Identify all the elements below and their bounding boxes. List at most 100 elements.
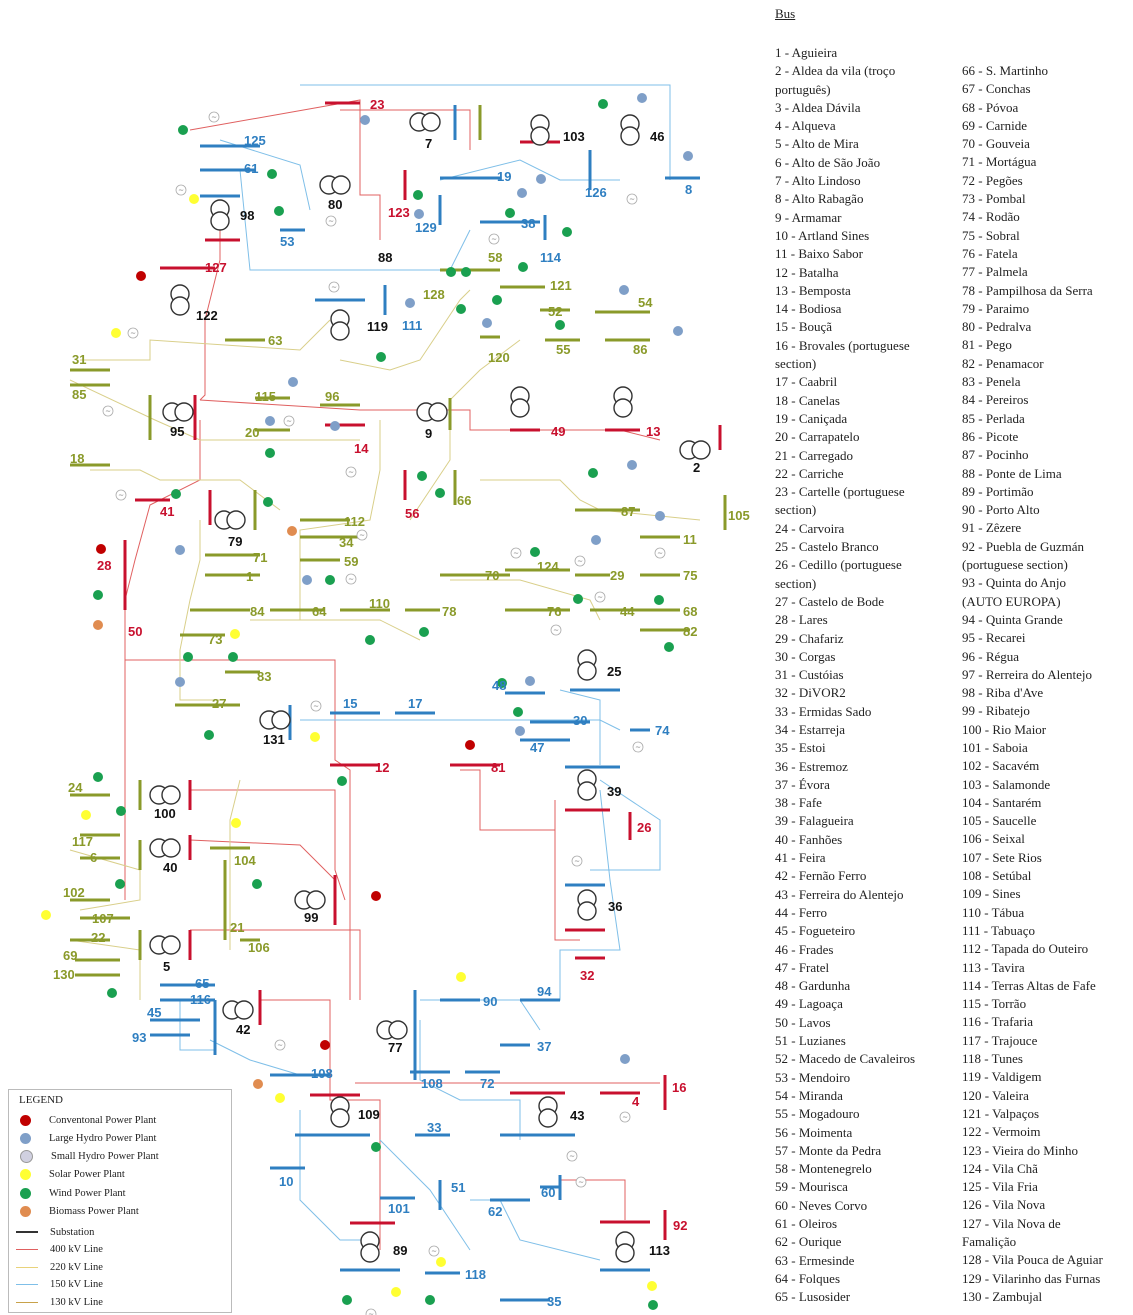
bus-list-entry: 67 - Conchas	[962, 81, 1031, 97]
transformer-icon	[577, 769, 597, 801]
bus-list-entry: 41 - Feira	[775, 850, 826, 866]
line-style-icon	[16, 1301, 38, 1303]
bus-list-entry: 39 - Falagueira	[775, 813, 854, 829]
large-hydro-icon	[525, 676, 535, 686]
wind-plant-icon	[648, 1300, 658, 1310]
wind-plant-icon	[263, 497, 273, 507]
bus-list-entry: 97 - Rerreira do Alentejo	[962, 666, 1092, 682]
bus-label: 96	[325, 389, 339, 404]
bus-list-entry: 29 - Chafariz	[775, 630, 844, 646]
bus-label: 52	[548, 304, 562, 319]
bus-list-entry: 12 - Batalha	[775, 264, 839, 280]
plant-marker-icon	[20, 1206, 31, 1217]
bus-list-entry: 70 - Gouveia	[962, 136, 1030, 152]
legend-label: 400 kV Line	[50, 1244, 103, 1255]
bus-label: 34	[339, 535, 354, 550]
small-hydro-icon: ~	[619, 1111, 631, 1123]
legend-item: 150 kV Line	[15, 1277, 103, 1293]
bus-list-entry: 129 - Vilarinho das Furnas	[962, 1270, 1101, 1286]
bus-label: 127	[205, 260, 227, 275]
legend-label: 150 kV Line	[50, 1279, 103, 1290]
wind-plant-icon	[664, 642, 674, 652]
bus-list-entry: 25 - Castelo Branco	[775, 539, 879, 555]
bus-list-entry: 107 - Sete Rios	[962, 849, 1042, 865]
transformer-icon	[214, 510, 246, 530]
150kv-line	[590, 779, 661, 871]
legend-label: Small Hydro Power Plant	[51, 1151, 159, 1163]
wind-plant-icon	[337, 776, 347, 786]
bus-list-entry: 111 - Tabuaço	[962, 922, 1035, 938]
bus-list-entry: 116 - Trafaria	[962, 1014, 1034, 1030]
bus-list-entry: 69 - Carnide	[962, 117, 1027, 133]
bus-list-entry: 61 - Oleiros	[775, 1216, 838, 1231]
bus-list-entry: 27 - Castelo de Bode	[775, 593, 885, 609]
small-hydro-icon: ~	[283, 415, 295, 427]
large-hydro-icon	[620, 1054, 630, 1064]
bus-label: 62	[488, 1204, 502, 1219]
wind-plant-icon	[555, 320, 565, 330]
svg-text:~: ~	[569, 1153, 575, 1161]
small-hydro-icon: ~	[594, 591, 606, 603]
400kv-line	[554, 800, 580, 941]
small-hydro-icon: ~	[488, 233, 500, 245]
bus-label: 59	[344, 554, 358, 569]
bus-label: 49	[551, 424, 565, 439]
wind-plant-icon	[425, 1295, 435, 1305]
bus-label: 64	[312, 604, 327, 619]
bus-list-entry: 43 - Ferreira do Alentejo	[775, 886, 904, 902]
bus-label: 1	[246, 569, 253, 584]
large-hydro-icon	[175, 677, 185, 687]
small-hydro-icon: ~	[428, 1245, 440, 1257]
transformer-icon	[294, 890, 326, 910]
bus-label: 45	[147, 1005, 161, 1020]
wind-plant-icon	[492, 295, 502, 305]
bus-label: 81	[491, 760, 505, 775]
bus-label: 131	[263, 732, 285, 747]
svg-text:~: ~	[635, 744, 641, 752]
bus-label: 4	[632, 1094, 640, 1109]
bus-label: 120	[488, 350, 510, 365]
wind-plant-icon	[461, 267, 471, 277]
bus-list-entry: 2 - Aldea da vila (troço	[775, 63, 896, 79]
bus-list-entry: 112 - Tapada do Outeiro	[962, 941, 1089, 957]
bus-label: 103	[563, 129, 585, 144]
bus-label: 130	[53, 967, 75, 982]
bus-label: 28	[97, 558, 111, 573]
solar-plant-icon	[436, 1257, 446, 1267]
wind-plant-icon	[497, 678, 507, 688]
220kv-line	[69, 849, 141, 911]
bus-list-entry: 65 - Lusosider	[775, 1289, 851, 1305]
bus-list-entry: 24 - Carvoira	[775, 520, 845, 536]
bus-list-entry: 49 - Lagoaça	[775, 996, 843, 1012]
svg-text:~: ~	[348, 469, 354, 477]
bus-list-entry: 79 - Paraimo	[962, 300, 1030, 316]
large-hydro-icon	[482, 318, 492, 328]
bus-label: 48	[492, 678, 506, 693]
solar-plant-icon	[81, 810, 91, 820]
small-hydro-icon: ~	[550, 624, 562, 636]
plant-marker-icon	[20, 1132, 31, 1144]
bus-list-entry: 128 - Vila Pouca de Aguiar	[962, 1252, 1103, 1268]
bus-label: 75	[683, 568, 697, 583]
bus-label: 92	[673, 1218, 687, 1233]
bus-label: 128	[423, 287, 445, 302]
bus-label: 82	[683, 624, 697, 639]
large-hydro-icon	[288, 377, 298, 387]
wind-plant-icon	[178, 125, 188, 135]
large-hydro-icon	[655, 511, 665, 521]
bus-label: 41	[160, 504, 174, 519]
small-hydro-icon: ~	[632, 741, 644, 753]
wind-plant-icon	[342, 1295, 352, 1305]
wind-plant-icon	[598, 99, 608, 109]
svg-text:~: ~	[331, 284, 337, 292]
legend-label: Substation	[50, 1226, 95, 1238]
220kv-line	[80, 319, 331, 361]
bus-list-entry: 119 - Valdigem	[962, 1069, 1042, 1085]
small-hydro-icon: ~	[328, 281, 340, 293]
bus-list-entry: 18 - Canelas	[775, 392, 840, 408]
bus-list-entry: 63 - Ermesinde	[775, 1252, 855, 1268]
transformer-icon	[615, 1231, 635, 1263]
bus-label: 122	[196, 308, 218, 323]
bus-label: 32	[580, 968, 594, 983]
bus-list-entry: 5 - Alto de Mira	[775, 136, 859, 152]
